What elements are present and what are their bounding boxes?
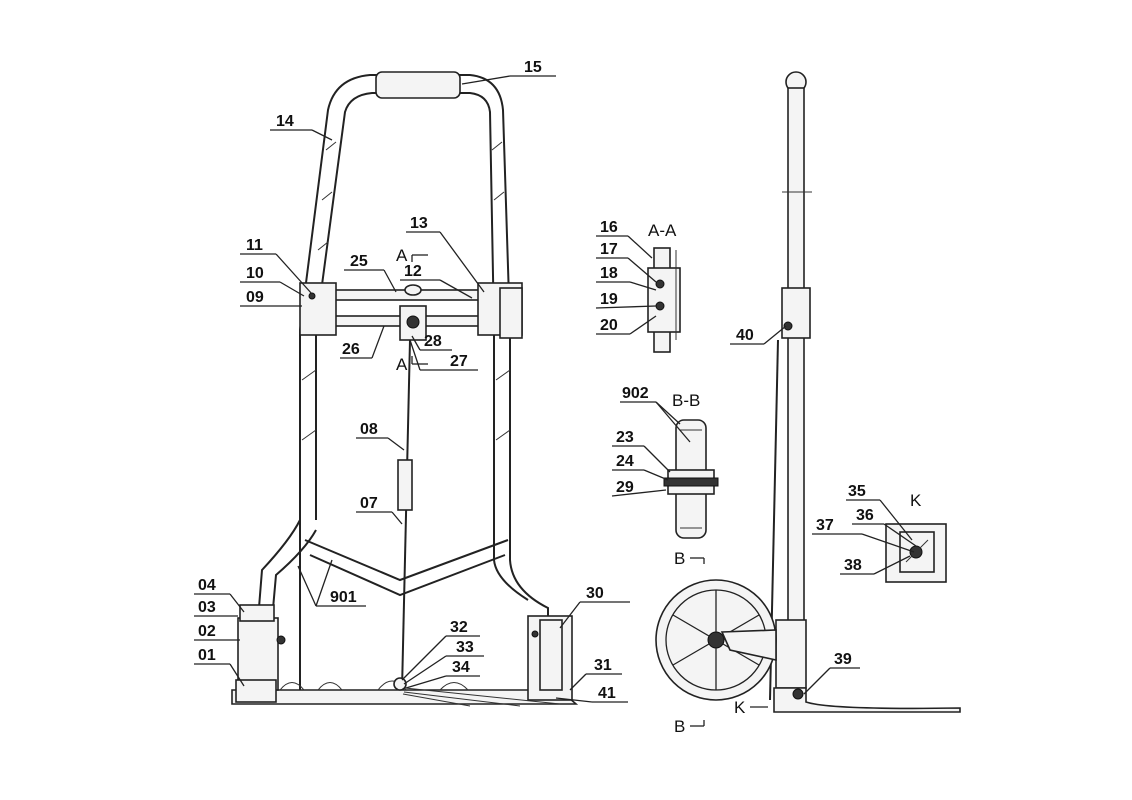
lock-knob <box>404 284 422 296</box>
base-scallop <box>279 680 469 691</box>
detail-marker-k: K <box>734 698 746 717</box>
section-marker-a-bottom: A <box>396 355 408 374</box>
aa-pin-upper <box>655 279 665 289</box>
label-26: 26 <box>342 341 360 358</box>
side-toe-pin <box>792 688 804 700</box>
label-25: 25 <box>350 253 368 270</box>
side-wheel-mount <box>775 619 807 689</box>
center-rod <box>401 339 411 691</box>
side-upright <box>787 87 805 689</box>
right-wheel-bolt <box>531 630 539 638</box>
side-clamp <box>781 287 811 339</box>
label-12: 12 <box>404 263 422 280</box>
label-35: 35 <box>848 483 866 500</box>
label-27: 27 <box>450 353 468 370</box>
label-37: 37 <box>816 517 834 534</box>
aa-clamp <box>647 267 681 333</box>
label-18: 18 <box>600 265 618 282</box>
label-36: 36 <box>856 507 874 524</box>
k-diagonal <box>905 539 929 563</box>
label-11: 11 <box>246 237 263 254</box>
label-32: 32 <box>450 619 468 636</box>
label-34: 34 <box>452 659 470 676</box>
view-labels: A-A B-B K A A B B K <box>396 221 922 736</box>
handle-frame-inner <box>315 92 529 601</box>
label-28: 28 <box>424 333 442 350</box>
label-29: 29 <box>616 479 634 496</box>
label-01: 01 <box>198 647 216 664</box>
label-07: 07 <box>360 495 378 512</box>
label-31: 31 <box>594 657 612 674</box>
base-plate <box>231 689 579 705</box>
side-toe-plate <box>773 687 961 713</box>
bb-axle <box>663 477 719 487</box>
label-23: 23 <box>616 429 634 446</box>
label-901: 901 <box>330 589 357 606</box>
left-wheel-bolt <box>276 635 286 645</box>
side-view <box>655 71 961 713</box>
label-39: 39 <box>834 651 852 668</box>
right-wheel-inner <box>539 619 563 691</box>
lock-pin <box>406 315 420 329</box>
right-bracket <box>499 287 523 339</box>
side-wheel-hub <box>707 631 725 649</box>
lower-frame-left <box>257 519 301 621</box>
section-bb-title: B-B <box>672 391 700 410</box>
label-19: 19 <box>600 291 618 308</box>
label-20: 20 <box>600 317 618 334</box>
side-wheel-arm <box>720 629 777 661</box>
label-30: 30 <box>586 585 604 602</box>
left-clamp-block <box>299 282 337 336</box>
base-diagonals <box>402 687 561 707</box>
section-marker-b-bottom: B <box>674 717 685 736</box>
label-41: 41 <box>598 685 616 702</box>
lower-frame-left-inner <box>271 529 317 621</box>
leader-lines <box>194 75 917 727</box>
label-14: 14 <box>276 113 294 130</box>
side-clamp-bolt <box>783 321 793 331</box>
label-13: 13 <box>410 215 428 232</box>
label-902: 902 <box>622 385 649 402</box>
label-08: 08 <box>360 421 378 438</box>
cross-brace-inner <box>309 554 506 597</box>
section-aa-title: A-A <box>648 221 677 240</box>
detail-k-title: K <box>910 491 922 510</box>
section-marker-b-top: B <box>674 549 685 568</box>
label-02: 02 <box>198 623 216 640</box>
left-wheel-cap <box>239 604 275 622</box>
detail-k-view <box>885 523 947 583</box>
left-wheel-foot <box>235 679 277 703</box>
part-labels: 15 14 13 11 25 12 10 09 26 28 27 08 07 9… <box>198 59 874 702</box>
label-33: 33 <box>456 639 474 656</box>
label-38: 38 <box>844 557 862 574</box>
rod-spring <box>397 459 413 511</box>
label-09: 09 <box>246 289 264 306</box>
section-bb-view <box>663 419 719 539</box>
aa-pin-lower <box>655 301 665 311</box>
label-40: 40 <box>736 327 754 344</box>
label-04: 04 <box>198 577 216 594</box>
label-24: 24 <box>616 453 634 470</box>
section-aa-view <box>647 247 681 353</box>
label-03: 03 <box>198 599 216 616</box>
clamp-bolt <box>308 292 316 300</box>
section-marker-a-top: A <box>396 246 408 265</box>
cross-brace <box>304 539 509 582</box>
handle-grip <box>375 71 461 99</box>
label-15: 15 <box>524 59 542 76</box>
base-bracket <box>393 677 407 691</box>
label-17: 17 <box>600 241 618 258</box>
tube-hatching <box>301 141 511 441</box>
label-16: 16 <box>600 219 618 236</box>
front-view <box>231 71 579 707</box>
label-10: 10 <box>246 265 264 282</box>
